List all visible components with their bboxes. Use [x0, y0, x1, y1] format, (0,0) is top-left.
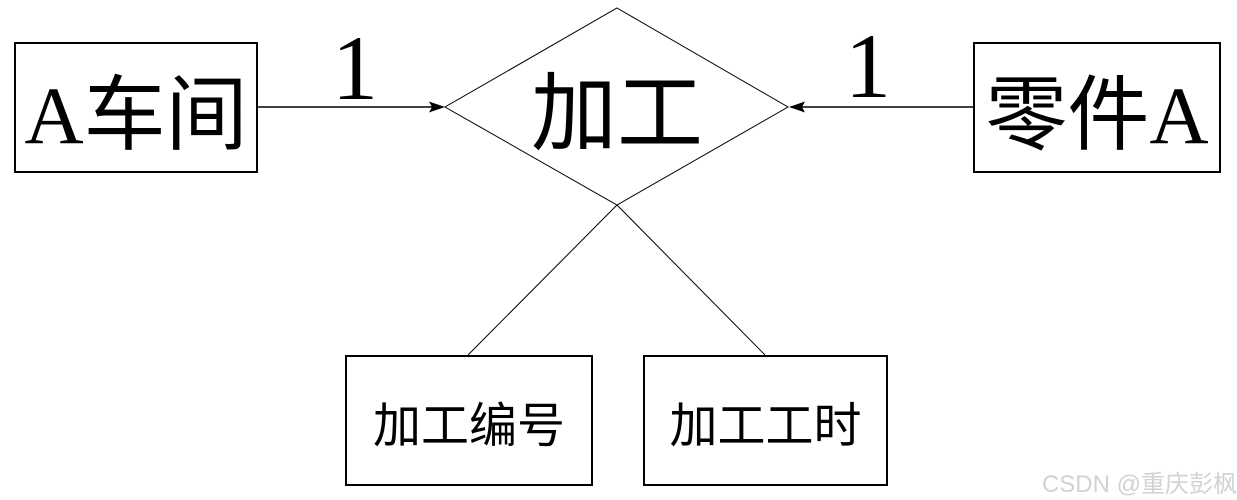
arrowhead-left-icon — [429, 101, 445, 113]
relationship-processing: 加工 — [467, 58, 767, 162]
attribute-processing-number: 加工编号 — [345, 355, 593, 486]
watermark-text: CSDN @重庆彭枫 — [1041, 471, 1237, 498]
entity-part-a-label: 零件A — [985, 70, 1209, 161]
entity-part-a: 零件A — [973, 42, 1221, 173]
attribute-processing-number-label: 加工编号 — [372, 399, 565, 453]
entity-workshop-a-label: A车间 — [24, 70, 248, 161]
attribute-processing-hours: 加工工时 — [643, 355, 888, 486]
arrowhead-right-icon — [789, 101, 805, 113]
cardinality-right-label: 1 — [845, 15, 891, 117]
entity-workshop-a: A车间 — [14, 42, 258, 173]
connector-attribute-left-line — [467, 204, 618, 356]
cardinality-left-label: 1 — [332, 17, 378, 119]
relationship-processing-label: 加工 — [531, 65, 703, 162]
connector-attribute-right-line — [616, 204, 766, 356]
attribute-processing-hours-label: 加工工时 — [669, 399, 862, 453]
